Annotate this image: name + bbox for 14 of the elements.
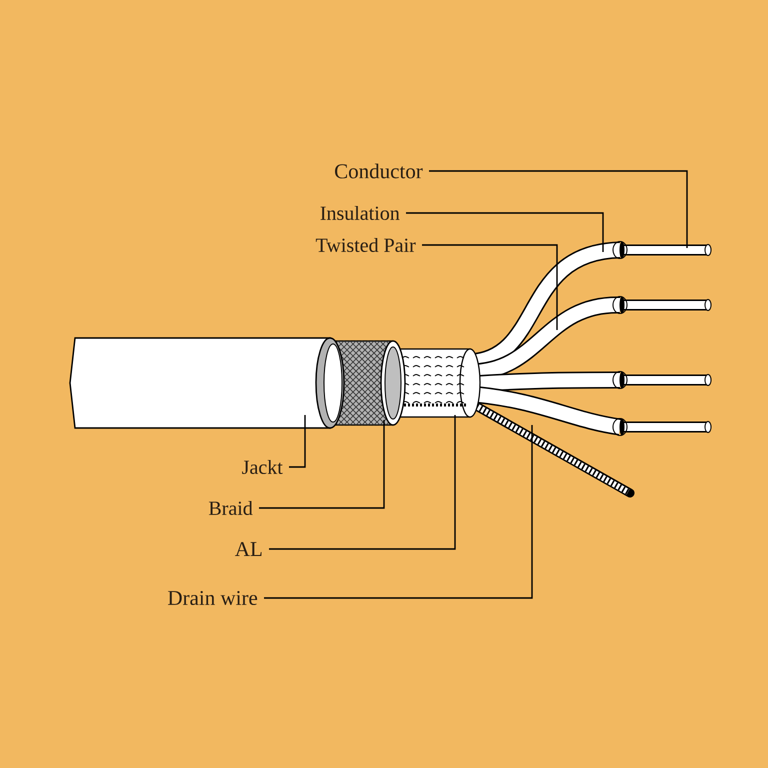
leader-line [406,212,604,252]
part-label: AL [235,542,262,556]
part-label: Twisted Pair [316,238,416,252]
part-label: Conductor [335,164,423,178]
leader-line [422,244,558,330]
part-label: Braid [208,500,253,516]
part-label: Drain wire [168,590,258,606]
leader-line [269,415,456,550]
part-label: Jackt [242,460,283,474]
leader-line [429,170,688,248]
leader-line [289,415,306,468]
leader-line [264,425,533,599]
part-label: Insulation [320,206,400,220]
leader-line [259,420,385,509]
